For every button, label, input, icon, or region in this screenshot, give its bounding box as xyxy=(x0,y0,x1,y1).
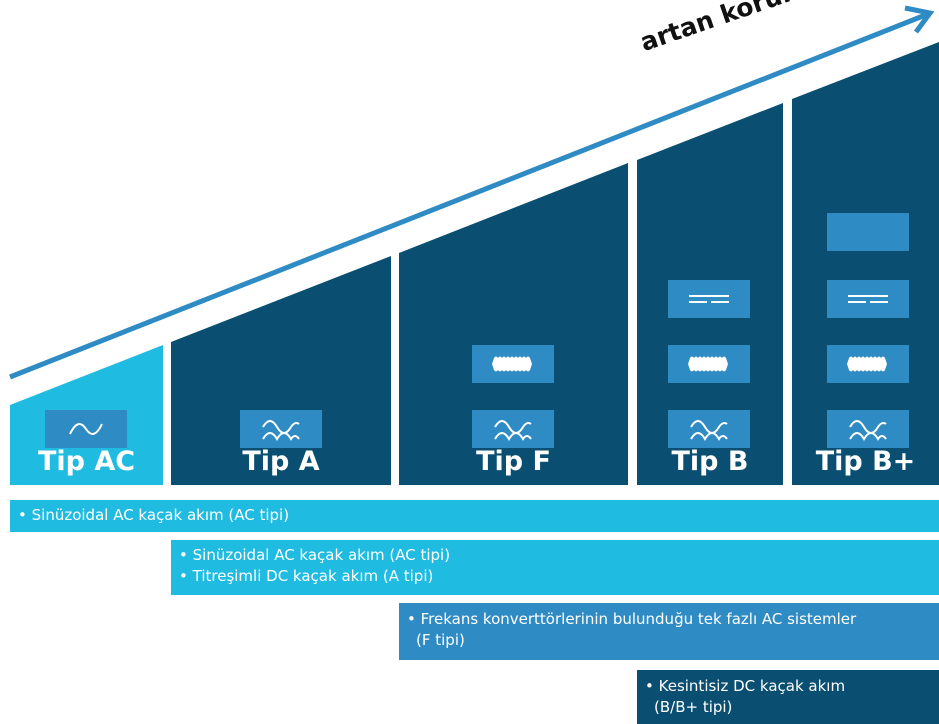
sine-wave-icon xyxy=(45,410,127,448)
column-tip-ac: Tip AC xyxy=(10,345,163,485)
band-f-type: Frekans konverttörlerinin bulunduğu tek … xyxy=(399,603,939,660)
band-line: Frekans konverttörlerinin bulunduğu tek … xyxy=(407,609,939,630)
pulsating-dc-icon xyxy=(668,410,750,448)
band-ac-type: Sinüzoidal AC kaçak akım (AC tipi) xyxy=(10,500,939,532)
smooth-dc-icon xyxy=(668,280,750,318)
band-line: Kesintisiz DC kaçak akım xyxy=(645,676,939,697)
column-tip-b: Tip B xyxy=(637,103,783,485)
band-line: (F tipi) xyxy=(416,631,465,649)
smooth-dc-icon xyxy=(827,280,909,318)
protection-arrow-head xyxy=(904,5,935,34)
band-line: Sinüzoidal AC kaçak akım (AC tipi) xyxy=(179,545,939,566)
column-tip-f-bg xyxy=(399,163,628,485)
band-a-type: Sinüzoidal AC kaçak akım (AC tipi) Titre… xyxy=(171,540,939,595)
band-line: (B/B+ tipi) xyxy=(654,698,733,716)
column-tip-bplus: Tip B+ xyxy=(792,42,939,485)
column-label: Tip B xyxy=(671,446,749,477)
blank-icon xyxy=(827,213,909,251)
column-tip-f: Tip F xyxy=(399,163,628,485)
band-b-type: Kesintisiz DC kaçak akım (B/B+ tipi) xyxy=(637,670,939,724)
band-line: Sinüzoidal AC kaçak akım (AC tipi) xyxy=(18,505,939,526)
column-label: Tip B+ xyxy=(815,446,916,477)
mixed-frequency-icon xyxy=(827,345,909,383)
band-line: Titreşimli DC kaçak akım (A tipi) xyxy=(179,566,939,587)
mixed-frequency-icon xyxy=(472,345,554,383)
column-label: Tip F xyxy=(476,446,551,477)
column-tip-a-bg xyxy=(171,256,391,485)
mixed-frequency-icon xyxy=(668,345,750,383)
protection-arrow-line xyxy=(9,11,929,380)
pulsating-dc-icon xyxy=(240,410,322,448)
column-label: Tip A xyxy=(242,446,320,477)
column-tip-a: Tip A xyxy=(171,256,391,485)
pulsating-dc-icon xyxy=(472,410,554,448)
pulsating-dc-icon xyxy=(827,410,909,448)
column-label: Tip AC xyxy=(37,446,136,477)
